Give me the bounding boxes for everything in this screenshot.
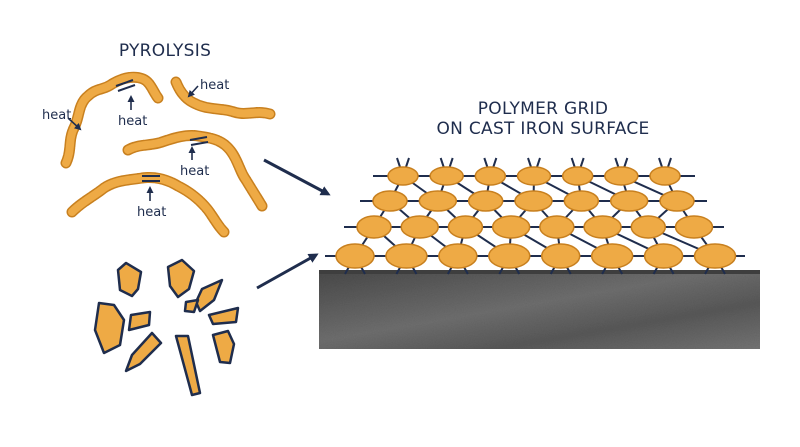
polymer-node (467, 190, 504, 212)
polymer-node (418, 190, 458, 212)
heat-arrow (187, 85, 199, 98)
polymer-node (643, 243, 684, 269)
fragment-shard (93, 301, 126, 355)
polymer-grid-title-line2: ON CAST IRON SURFACE (436, 119, 649, 139)
fragment-shard (124, 331, 163, 373)
cast-iron-block (319, 270, 760, 349)
polymer-node (387, 166, 419, 186)
polymer-node (385, 243, 428, 269)
polymer-node (474, 166, 507, 186)
polymer-fragments (93, 258, 240, 397)
polymer-chain (122, 130, 268, 212)
heat-label: heat (137, 205, 166, 220)
polymer-node (514, 190, 553, 212)
polymer-node (488, 243, 531, 269)
pyrolysis-title: PYROLYSIS (119, 41, 211, 61)
fragment-shard (127, 310, 152, 332)
double-bonds (115, 79, 209, 182)
polymer-node (429, 166, 464, 186)
polymer-node (674, 215, 714, 239)
polymer-grid-title-line1: POLYMER GRID (478, 99, 609, 119)
polymer-chains (60, 71, 276, 238)
polymer-node (630, 215, 667, 239)
polymer-node (609, 190, 649, 212)
polymer-node (604, 166, 639, 186)
polymer-node (400, 215, 439, 239)
polymer-chain (60, 71, 164, 169)
cast-iron-surface (319, 272, 760, 349)
heat-label: heat (200, 78, 229, 93)
fragment-shard (194, 278, 224, 313)
fragment-shard (174, 334, 202, 397)
fragment-shard (183, 298, 200, 314)
polymer-node (583, 215, 622, 239)
polymer-node (563, 190, 600, 212)
arrow-chains-to-grid (263, 158, 331, 196)
polymer-node (372, 190, 408, 212)
double-bond-mark (115, 79, 136, 92)
heat-label: heat (118, 114, 147, 129)
heat-arrow (67, 117, 82, 131)
fragment-shard (211, 329, 236, 365)
polymer-node (649, 166, 681, 186)
polymer-node (659, 190, 695, 212)
polymer-node (438, 243, 478, 269)
polymer-node (540, 243, 581, 269)
heat-label: heat (42, 108, 71, 123)
polymer-node (516, 166, 552, 186)
fragment-shard (116, 261, 143, 298)
polymer-node (491, 215, 531, 239)
polymer-node (561, 166, 594, 186)
polymer-grid (325, 157, 745, 275)
fragment-shard (207, 306, 240, 326)
polymer-node (693, 243, 737, 269)
fragment-shard (166, 258, 196, 299)
double-bond-mark (189, 136, 209, 146)
polymer-chain (66, 172, 230, 238)
polymer-node (356, 215, 392, 239)
polymer-node (539, 215, 575, 239)
arrow-fragments-to-grid (256, 253, 319, 290)
polymer-node (590, 243, 634, 269)
heat-arrows (67, 85, 199, 201)
polymer-chain (170, 76, 276, 120)
polymer-node (447, 215, 484, 239)
polymer-node (335, 243, 375, 269)
heat-label: heat (180, 164, 209, 179)
double-bond-mark (142, 175, 160, 182)
cast-iron-top-edge (319, 270, 760, 274)
